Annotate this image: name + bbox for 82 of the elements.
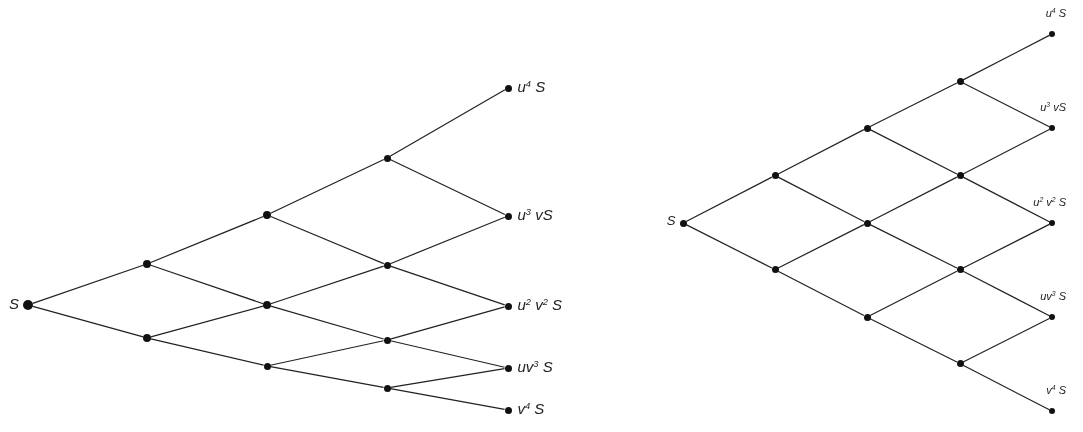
branch-line — [869, 129, 958, 175]
node-label: v$^{4}$ S — [517, 401, 545, 416]
node-dot — [504, 406, 512, 414]
node-dot — [1049, 125, 1055, 132]
node-label: u$^{4}$ S — [1045, 8, 1066, 19]
branch-line — [869, 318, 958, 363]
branch-line — [869, 82, 958, 128]
node-dot — [956, 266, 964, 274]
branch-line — [389, 306, 506, 340]
node-dot — [1049, 220, 1055, 227]
node-dot — [956, 172, 964, 180]
branch-line — [962, 34, 1050, 81]
branch-line — [962, 364, 1050, 411]
node-dot — [956, 360, 964, 368]
branch-line — [962, 82, 1050, 128]
branch-line — [869, 224, 958, 269]
node-dot — [383, 336, 391, 344]
node-dot — [143, 260, 151, 268]
branch-line — [32, 264, 144, 304]
node-dot — [383, 154, 391, 162]
branch-line — [869, 176, 958, 223]
node-dot — [1049, 408, 1055, 415]
node-dot — [263, 211, 271, 219]
branch-line — [962, 128, 1050, 175]
node-label: u$^{2}$ v$^{2}$ S — [1033, 197, 1066, 209]
node-dot — [383, 261, 391, 269]
branch-line — [269, 340, 385, 366]
node-label: u$^{2}$ v$^{2}$ S — [517, 297, 563, 312]
node-dot — [23, 300, 33, 310]
node-label: v$^{4}$ S — [1046, 385, 1066, 397]
node-dot — [956, 78, 964, 85]
branch-line — [150, 215, 264, 264]
branch-line — [389, 388, 506, 410]
branch-line — [270, 265, 385, 305]
node-dot — [679, 219, 687, 227]
node-label: u$^{3}$ vS — [517, 207, 553, 222]
branch-line — [777, 176, 865, 223]
branch-line — [777, 129, 865, 175]
branch-line — [389, 216, 506, 265]
node-label: u$^{4}$ S — [517, 79, 546, 94]
node-dot — [263, 362, 271, 370]
node-dot — [863, 313, 871, 321]
node-dot — [383, 384, 391, 392]
node-dot — [504, 84, 512, 92]
node-dot — [504, 212, 512, 220]
node-dot — [504, 364, 512, 372]
node-label: S — [666, 214, 676, 228]
branch-line — [962, 270, 1050, 317]
node-dot — [263, 301, 271, 309]
node-dot — [863, 219, 871, 227]
branch-line — [270, 158, 385, 214]
node-dot — [863, 124, 871, 132]
branch-line — [962, 223, 1050, 269]
node-dot — [504, 302, 512, 310]
branch-line — [777, 224, 865, 269]
node-label: u$^{3}$ vS — [1040, 102, 1066, 114]
branch-line — [389, 340, 506, 368]
branch-line — [150, 338, 265, 366]
branch-line — [869, 270, 958, 317]
node-label: S — [9, 296, 19, 311]
branch-line — [777, 270, 865, 317]
branch-line — [270, 215, 385, 265]
branch-line — [962, 317, 1050, 363]
branch-line — [389, 89, 506, 157]
branch-line — [389, 265, 506, 306]
node-dot — [771, 266, 779, 274]
branch-line — [685, 224, 773, 269]
branch-line — [962, 176, 1050, 223]
node-label: uv$^{3}$ S — [1040, 291, 1066, 303]
branch-line — [150, 264, 264, 305]
node-dot — [143, 334, 151, 342]
branch-line — [32, 305, 144, 338]
node-dot — [1049, 314, 1055, 321]
branch-line — [270, 305, 385, 340]
node-label: uv$^{3}$ S — [517, 359, 553, 374]
branch-line — [389, 158, 506, 216]
node-dot — [1049, 31, 1055, 37]
branch-line — [150, 305, 264, 338]
node-dot — [771, 172, 779, 180]
branch-line — [685, 176, 773, 223]
branch-line — [389, 367, 506, 389]
branch-line — [269, 366, 385, 388]
